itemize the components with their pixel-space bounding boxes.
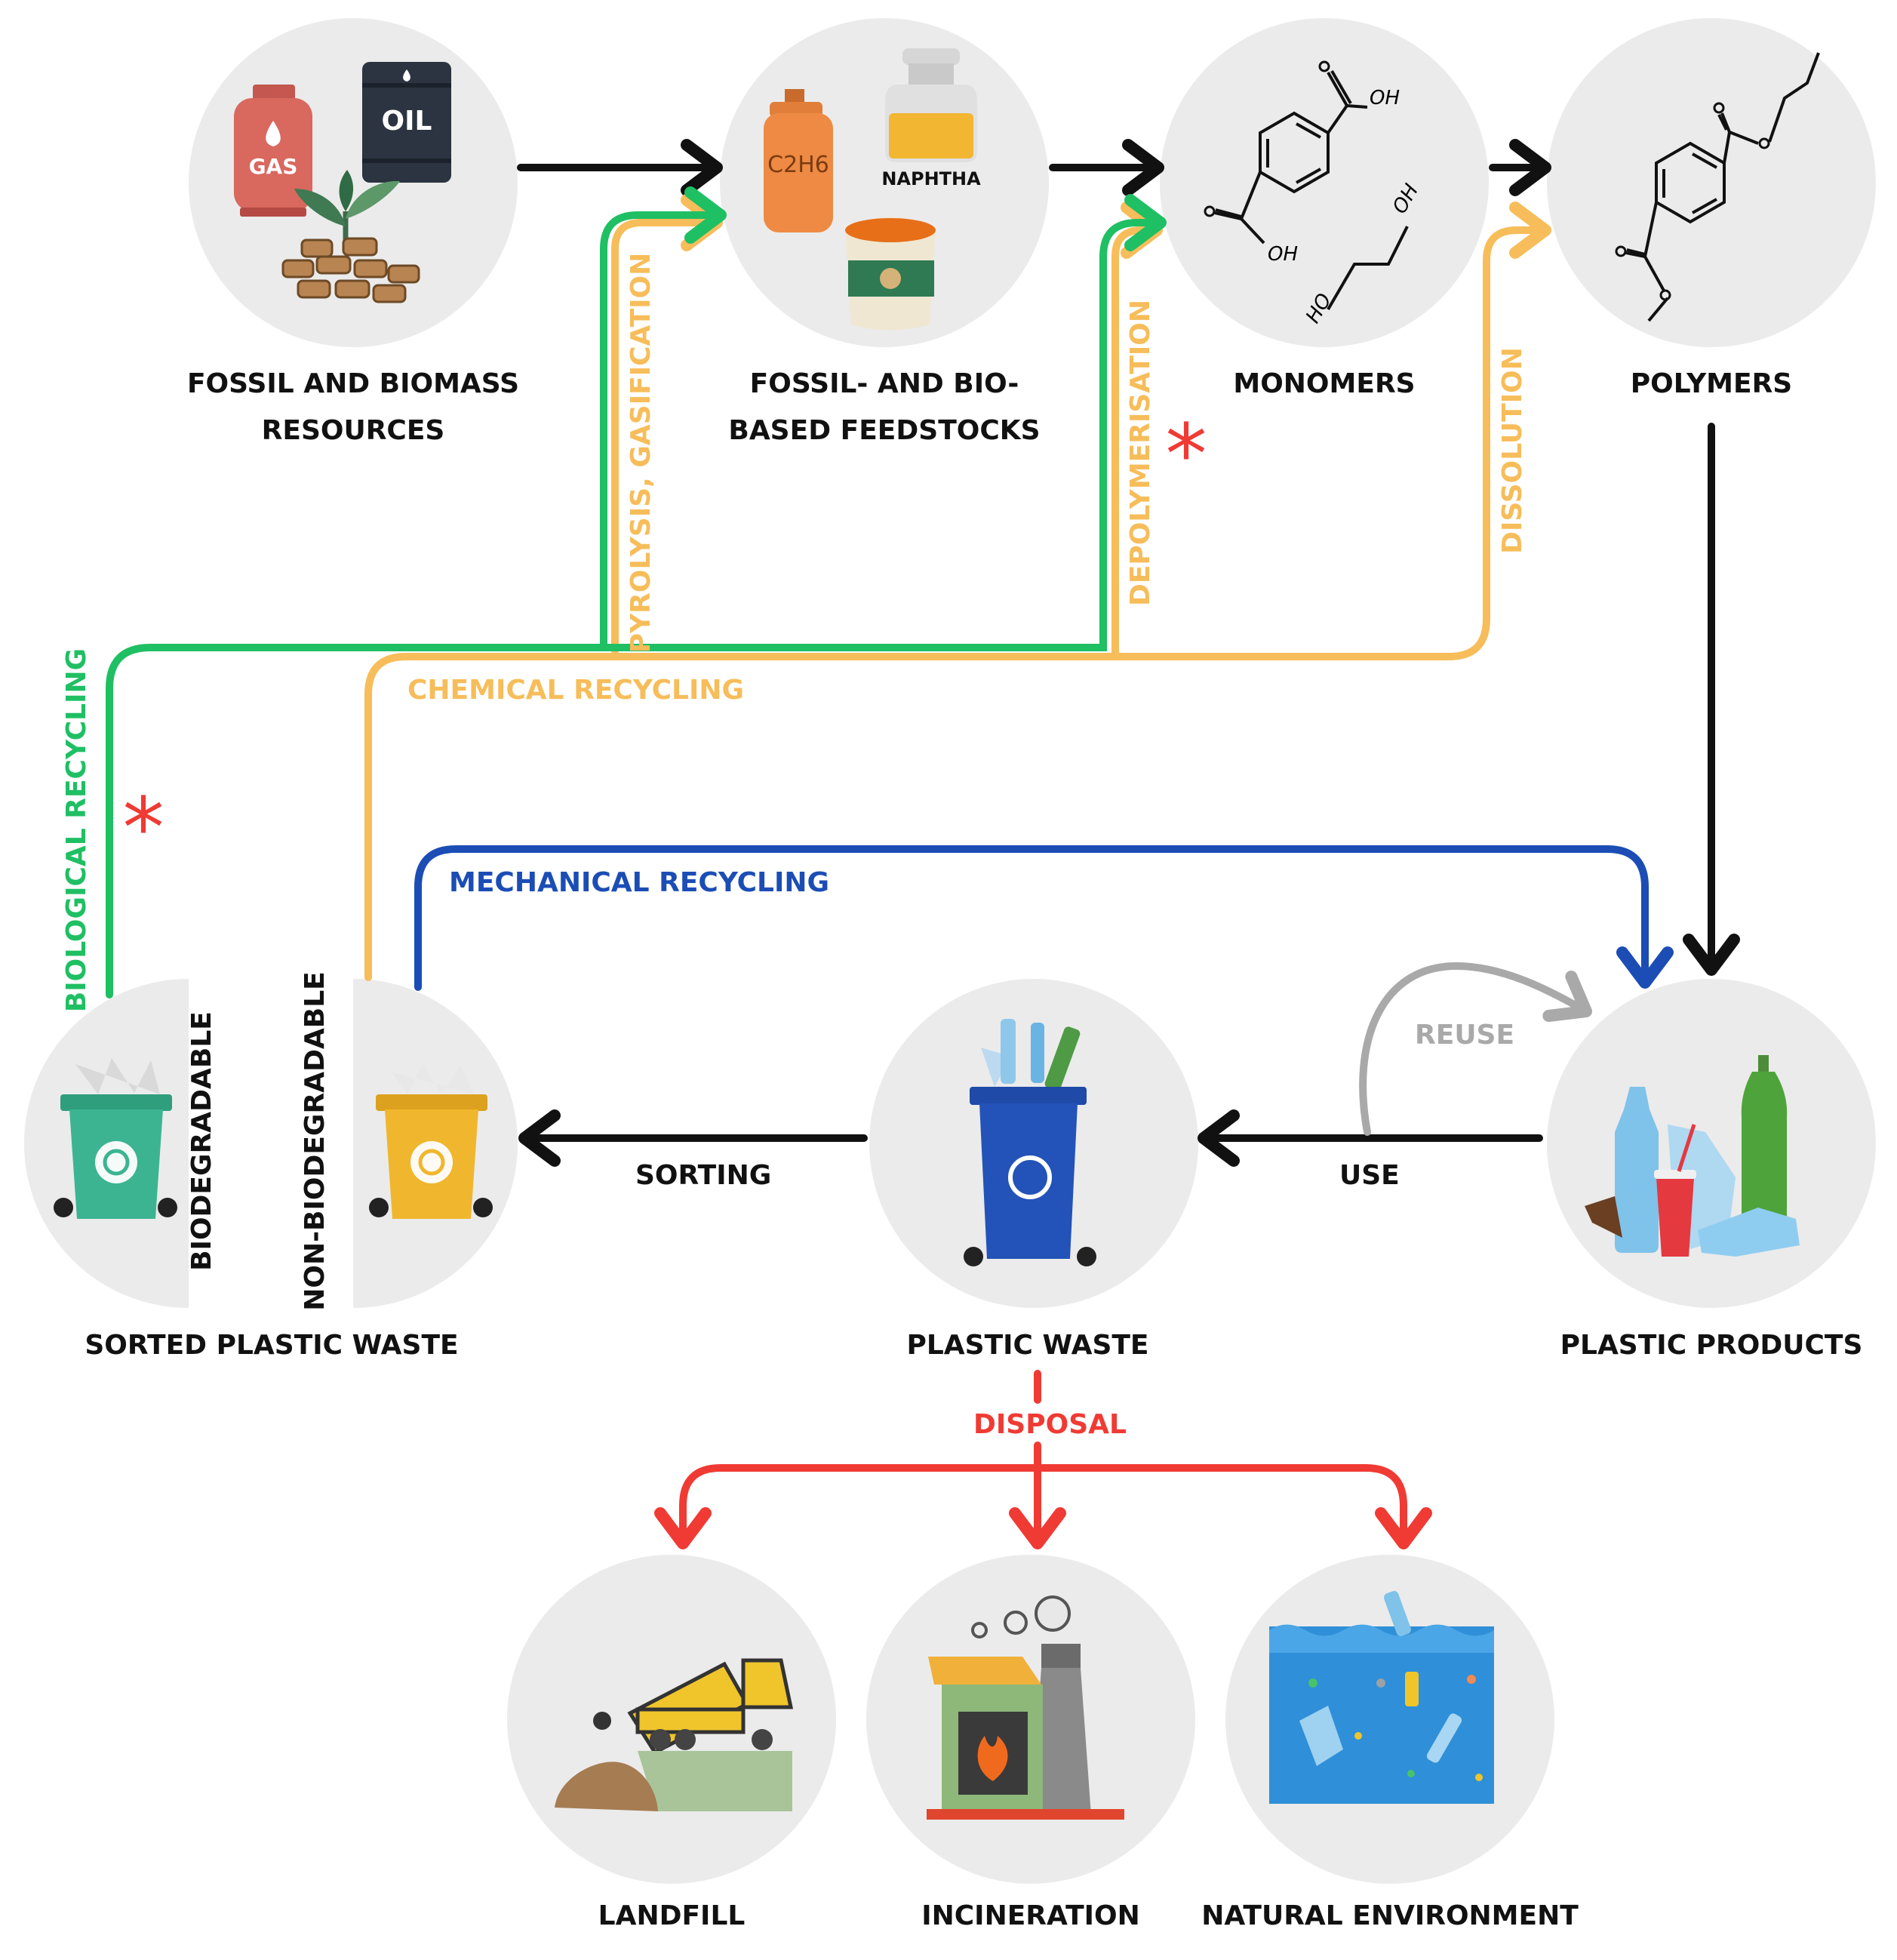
carbonyl-o-icon: [1615, 245, 1627, 257]
biological-recycling-paths: [106, 186, 1167, 998]
label-pyrolysis-gasification: PYROLYSIS, GASIFICATION: [626, 252, 656, 654]
ethylene-glycol-icon: [1327, 226, 1409, 311]
circle-polymers: [1547, 18, 1876, 347]
path-chemical-main: [364, 202, 1551, 981]
landfill-ground: [638, 1751, 792, 1811]
ester-o-icon: [1659, 289, 1671, 301]
label-reuse: REUSE: [1415, 1020, 1515, 1051]
label-landfill: LANDFILL: [598, 1900, 746, 1931]
plastic-bottles-icon: [1585, 1055, 1800, 1257]
landfill-mound: [555, 1762, 658, 1811]
label-biodegradable: BIODEGRADABLE: [186, 1011, 217, 1271]
label-use: USE: [1339, 1160, 1400, 1191]
label-sorting: SORTING: [635, 1160, 772, 1191]
svg-text:C2H6: C2H6: [767, 152, 829, 178]
yellow-recycle-bin-icon: [369, 1064, 493, 1219]
disposal-branch-right: [1034, 1464, 1432, 1549]
label-fossil-resources: FOSSIL AND BIOMASS RESOURCES: [186, 368, 520, 446]
incinerator-icon: [927, 1595, 1124, 1820]
arrow-mechanical-recycling: [414, 845, 1674, 991]
disposal-branch-left: [654, 1464, 1041, 1549]
pet-polymer-icon: [1625, 52, 1820, 322]
path-biological-pyrolysis: [600, 186, 727, 651]
svg-text:OIL: OIL: [382, 106, 432, 137]
path-biological-main: [106, 194, 1167, 998]
oil-barrel-icon: OIL: [362, 62, 451, 183]
path-chemical-pyrolysis: [611, 194, 723, 654]
label-feedstocks: FOSSIL- AND BIO- BASED FEEDSTOCKS: [728, 368, 1041, 446]
label-biological-recycling: BIOLOGICAL RECYCLING: [61, 648, 92, 1013]
label-depolymerisation: DEPOLYMERISATION: [1125, 299, 1156, 607]
ethane-canister-icon: C2H6: [764, 89, 833, 232]
label-plastic-products: PLASTIC PRODUCTS: [1560, 1330, 1863, 1361]
terephthalic-acid-icon: [1214, 69, 1368, 245]
label-mechanical-recycling: MECHANICAL RECYCLING: [449, 867, 830, 898]
svg-text:NAPHTHA: NAPHTHA: [881, 168, 981, 189]
asterisk-depolymerisation: *: [1166, 406, 1207, 503]
arrow-reuse: [1359, 962, 1592, 1136]
ester-o-icon: [1758, 137, 1770, 149]
label-non-biodegradable: NON-BIODEGRADABLE: [300, 971, 331, 1311]
blue-recycle-bin-icon: [964, 1019, 1096, 1266]
carbonyl-o-icon: [1204, 205, 1216, 217]
label-plastic-waste: PLASTIC WASTE: [906, 1330, 1149, 1361]
label-natural-environment: NATURAL ENVIRONMENT: [1201, 1900, 1579, 1931]
label-sorted-plastic-waste: SORTED PLASTIC WASTE: [85, 1330, 459, 1361]
bio-sack-icon: [845, 217, 936, 331]
hydroxyl-label: OH: [1370, 87, 1400, 109]
carbonyl-o-icon: [1318, 60, 1330, 72]
disposal-arrows: [654, 1370, 1432, 1549]
carbonyl-o-icon: [1713, 102, 1725, 114]
gas-cylinder-icon: GAS: [234, 85, 312, 217]
biomass-plant-icon: [281, 170, 420, 303]
label-dissolution: DISSOLUTION: [1497, 347, 1528, 554]
hydroxyl-label: OH: [1268, 243, 1298, 266]
ocean-plastic-icon: [1269, 1591, 1494, 1804]
dump-truck-icon: [593, 1658, 794, 1755]
label-disposal: DISPOSAL: [973, 1409, 1127, 1440]
label-incineration: INCINERATION: [921, 1900, 1140, 1931]
label-polymers: POLYMERS: [1630, 368, 1793, 399]
green-recycle-bin-icon: [54, 1058, 177, 1219]
label-monomers: MONOMERS: [1233, 368, 1416, 399]
main-flow-arrows: [517, 139, 1740, 1167]
asterisk-biological: *: [123, 780, 164, 876]
circle-monomers: [1160, 18, 1489, 347]
naphtha-jar-icon: NAPHTHA: [881, 48, 981, 189]
sorted-waste-divider: [172, 974, 353, 1321]
label-chemical-recycling: CHEMICAL RECYCLING: [407, 675, 745, 706]
svg-text:GAS: GAS: [249, 154, 298, 179]
